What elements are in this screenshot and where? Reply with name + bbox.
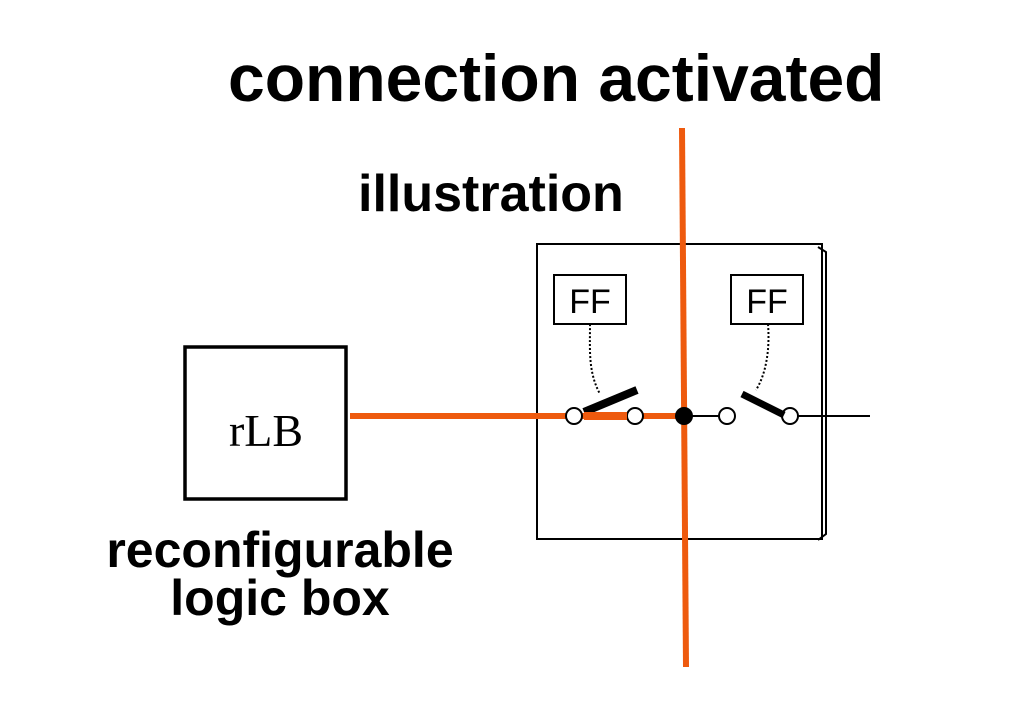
active-vertical-wire: [679, 127, 689, 668]
caption-line-2: logic box: [170, 570, 390, 626]
junction-dot: [675, 407, 693, 425]
switch-left-terminal-a: [565, 407, 583, 425]
rlb-caption: reconfigurable logic box: [60, 522, 500, 626]
ff-control-line-right: [755, 323, 770, 391]
ff-control-line-left: [588, 323, 601, 395]
switch-left-lever: [582, 386, 639, 416]
switch-right-terminal-b: [781, 407, 799, 425]
diagram-title: connection activated: [228, 41, 885, 115]
rlb-label: rLB: [229, 405, 303, 456]
caption-line-1: reconfigurable: [106, 522, 454, 578]
switch-box-bracket: [817, 246, 827, 541]
switch-right-lever: [740, 390, 786, 419]
ff-label-left: FF: [569, 283, 611, 321]
ff-box-left: [553, 274, 627, 325]
switch-left-terminal-b: [626, 407, 644, 425]
switch-box: [536, 243, 823, 540]
ff-label-right: FF: [746, 283, 788, 321]
rlb-box: [183, 345, 348, 501]
ff-box-right: [730, 274, 804, 325]
diagram-subtitle: illustration: [358, 165, 624, 223]
switch-right-terminal-a: [718, 407, 736, 425]
